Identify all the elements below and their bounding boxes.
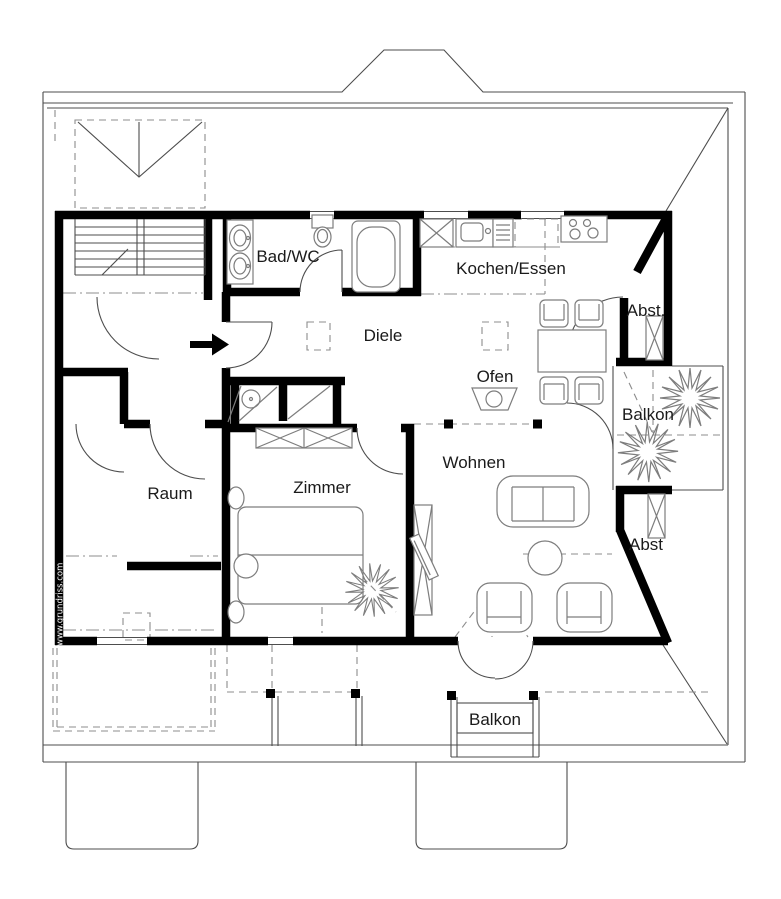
- armchair: [556, 582, 613, 633]
- dining-chair: [574, 376, 604, 405]
- wall-balcony-right: [616, 357, 672, 495]
- oven-unit: [492, 218, 514, 248]
- wall-raum: [63, 367, 226, 571]
- watermark: www.grundriss.com: [56, 563, 66, 646]
- room-label-abst-bottom: Abst: [629, 535, 663, 554]
- sink-icon: [228, 224, 252, 252]
- dash-dot-knee-lines: [63, 292, 545, 631]
- plant-icon: [608, 412, 688, 492]
- dashed-roof-lines: [52, 110, 723, 732]
- storage-cabinets: [645, 315, 666, 539]
- living-room-furniture: [408, 475, 613, 633]
- door-raum: [149, 423, 206, 480]
- nightstand: [227, 486, 245, 510]
- wall-right-abst-top: [619, 211, 673, 366]
- knee-wall-posts: [266, 419, 542, 700]
- door-zimmer: [356, 427, 404, 475]
- stool: [233, 553, 259, 579]
- dining-chair: [574, 299, 604, 328]
- entrance-arrow-icon: [190, 333, 229, 356]
- room-label-kochen-essen: Kochen/Essen: [456, 259, 566, 278]
- room-label-wohnen: Wohnen: [442, 453, 505, 472]
- walls: [54, 210, 673, 646]
- nightstand: [227, 600, 245, 624]
- ofen-stove: [471, 387, 518, 411]
- dining-chair: [539, 299, 569, 328]
- door-raum-2: [75, 423, 125, 473]
- utility-chambers: [227, 385, 331, 423]
- door-entrance: [225, 321, 273, 369]
- room-label-balkon-right: Balkon: [622, 405, 674, 424]
- dining-chair: [539, 376, 569, 405]
- bedroom-furniture: [227, 427, 364, 624]
- kitchen-counter: [419, 215, 608, 248]
- stairs: [74, 219, 206, 276]
- bathtub-icon: [351, 220, 401, 293]
- room-label-raum: Raum: [147, 484, 192, 503]
- door-balcony-bottom: [457, 640, 534, 680]
- sink-icon: [228, 252, 252, 280]
- toilet-tank: [311, 214, 334, 229]
- room-label-abst-top: Abst.: [627, 301, 666, 320]
- dining-table: [537, 329, 607, 373]
- dormer-outline: [74, 119, 206, 209]
- room-label-bad-wc: Bad/WC: [256, 247, 319, 266]
- building-outline: [42, 49, 746, 850]
- door-balcony-right: [566, 402, 614, 450]
- stove-icon: [560, 215, 608, 243]
- door-bad-wc: [299, 249, 343, 293]
- room-labels: Bad/WC Kochen/Essen Diele Ofen Abst. Bal…: [147, 247, 674, 729]
- coffee-table: [527, 540, 563, 576]
- room-label-balkon-bottom: Balkon: [469, 710, 521, 729]
- tv-icon: [408, 533, 440, 581]
- dining-set: [537, 299, 607, 405]
- wall-abst-bottom: [615, 486, 672, 645]
- door-landing: [96, 296, 160, 360]
- room-label-diele: Diele: [364, 326, 403, 345]
- wall-chambers: [226, 376, 414, 433]
- room-label-zimmer: Zimmer: [293, 478, 351, 497]
- armchair: [476, 582, 533, 633]
- bathroom-fixtures: [226, 214, 401, 293]
- room-label-ofen: Ofen: [477, 367, 514, 386]
